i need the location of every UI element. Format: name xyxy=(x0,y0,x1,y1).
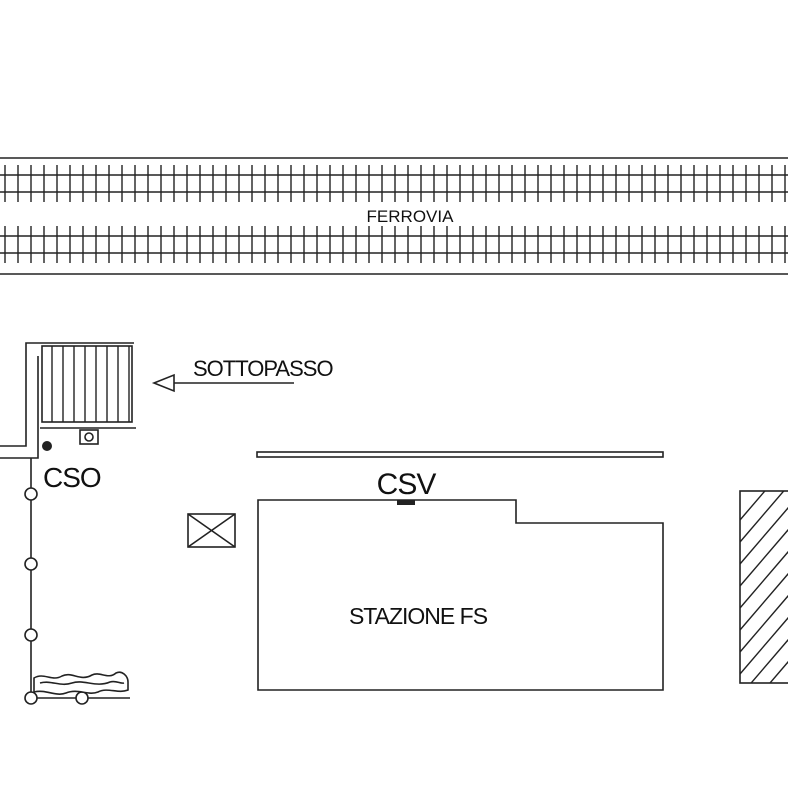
underpass-label: SOTTOPASSO xyxy=(193,356,333,381)
hatched-building xyxy=(739,490,788,788)
left-fence xyxy=(24,458,130,705)
arrow-left-icon xyxy=(151,373,175,393)
underpass-pointer: SOTTOPASSO xyxy=(151,356,334,393)
track-lower xyxy=(0,226,788,263)
hatch-line xyxy=(740,714,788,784)
hatch-line xyxy=(740,736,788,788)
hatch-line xyxy=(740,550,788,609)
hatch-line xyxy=(740,572,788,631)
hatch-line xyxy=(787,682,788,683)
fence-post-icon xyxy=(24,557,38,571)
hedge-icon xyxy=(33,671,129,695)
fence-post-icon xyxy=(24,628,38,642)
station-outline xyxy=(257,499,664,691)
hatch-line xyxy=(740,491,766,521)
station-building: STAZIONE FS xyxy=(257,499,664,691)
underpass-access-box xyxy=(79,429,99,445)
cso-marker-icon xyxy=(42,441,52,451)
hatch-line xyxy=(740,616,788,675)
utility-box-outline xyxy=(187,513,236,548)
cso-point: CSO xyxy=(42,441,102,493)
fence-post-icon xyxy=(24,691,38,705)
hatch-line xyxy=(740,692,788,762)
wall-inner xyxy=(0,356,39,459)
railway-label: FERROVIA xyxy=(367,207,455,226)
platform-canopy xyxy=(256,451,664,458)
hatch-line xyxy=(750,638,788,683)
railway-label-bg xyxy=(355,203,463,225)
station-label: STAZIONE FS xyxy=(349,603,488,629)
track-ties xyxy=(4,226,786,263)
stairway xyxy=(41,345,133,423)
track-upper xyxy=(0,165,788,202)
stair-steps xyxy=(51,346,130,422)
manhole-icon xyxy=(84,432,94,442)
csv-point: CSV xyxy=(377,468,437,505)
hatch-pattern xyxy=(740,491,788,788)
hatch-line xyxy=(740,528,788,587)
track-ties xyxy=(4,165,786,202)
hatch-line xyxy=(740,491,785,543)
wall-outer xyxy=(0,342,134,447)
hatch-line xyxy=(740,594,788,653)
railway: FERROVIA xyxy=(0,157,788,275)
fence-post-icon xyxy=(24,487,38,501)
csv-marker-icon xyxy=(397,500,415,505)
csv-label: CSV xyxy=(377,468,437,501)
hedge-texture xyxy=(39,680,125,686)
utility-box xyxy=(187,513,236,548)
fence-post-icon xyxy=(75,691,89,705)
cross-line xyxy=(187,513,236,548)
cso-label: CSO xyxy=(43,462,101,493)
hatch-line xyxy=(740,506,788,565)
underpass-structure xyxy=(0,342,136,459)
hatched-building-outline xyxy=(739,490,788,684)
